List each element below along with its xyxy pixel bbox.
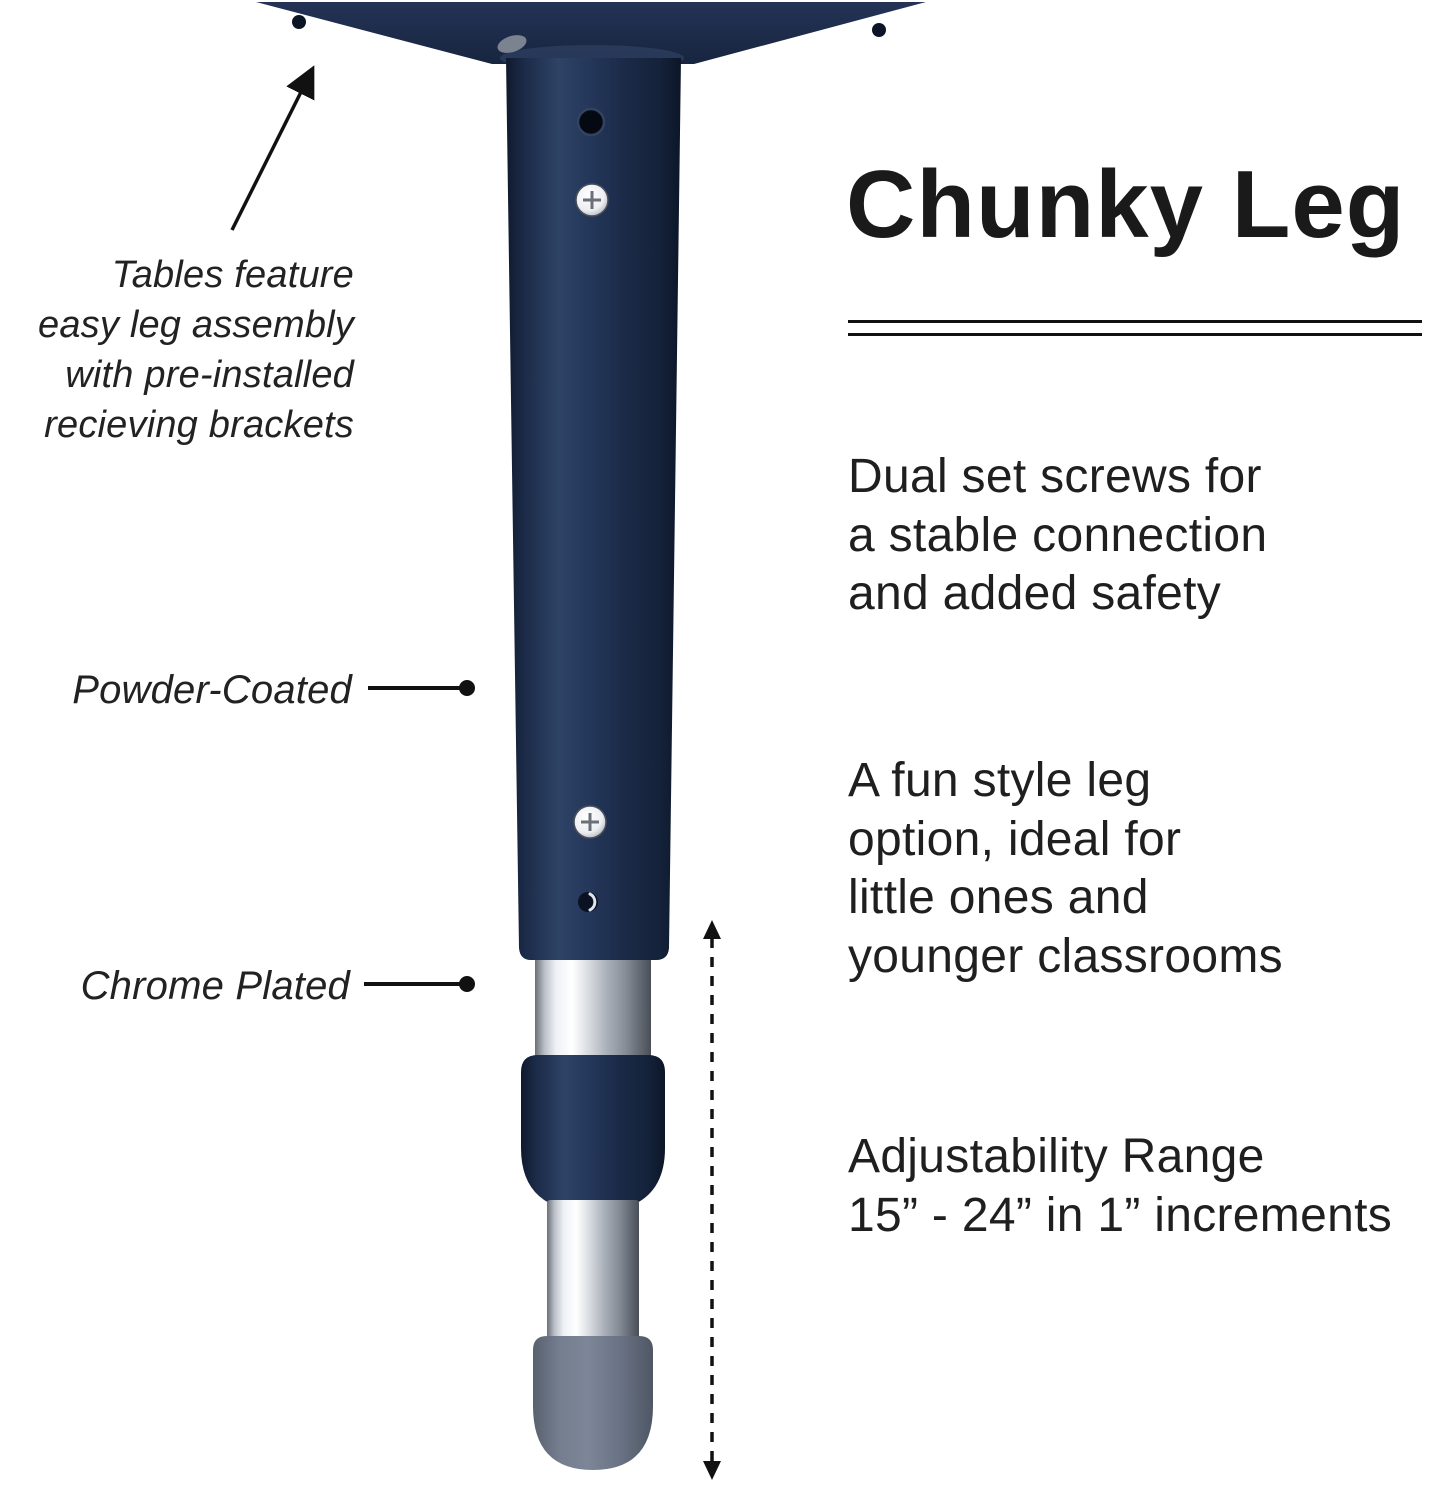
callout-powder-coated: Powder-Coated xyxy=(72,668,352,712)
set-screw-lower xyxy=(573,805,607,839)
foot-cap xyxy=(533,1336,653,1470)
feature-fun-style: A fun style leg option, ideal for little… xyxy=(848,754,1283,983)
set-screw-upper xyxy=(575,183,609,217)
leg-collar xyxy=(521,1055,665,1212)
plate-screw-hole xyxy=(292,15,306,29)
chrome-plated-pointer xyxy=(364,976,475,992)
range-arrow xyxy=(703,920,721,1480)
assembly-arrow xyxy=(230,65,315,231)
feature-adjustability: Adjustability Range 15” - 24” in 1” incr… xyxy=(848,1130,1393,1242)
chrome-tube-lower xyxy=(547,1200,639,1348)
title-underline-bottom xyxy=(848,333,1422,336)
powder-coated-pointer xyxy=(368,680,475,696)
adjustment-hole xyxy=(578,892,598,912)
feature-dual-screws: Dual set screws for a stable connection … xyxy=(848,450,1268,621)
product-title: Chunky Leg xyxy=(846,151,1406,258)
weld-spot xyxy=(497,35,527,53)
leg-body xyxy=(506,58,681,960)
chrome-tube-upper xyxy=(535,952,651,1064)
callout-chrome-plated: Chrome Plated xyxy=(80,964,350,1008)
plate-screw-hole xyxy=(872,23,886,37)
title-underline-top xyxy=(848,320,1422,323)
callout-assembly: Tables feature easy leg assembly with pr… xyxy=(38,254,354,447)
leg-top-hole xyxy=(576,107,606,137)
